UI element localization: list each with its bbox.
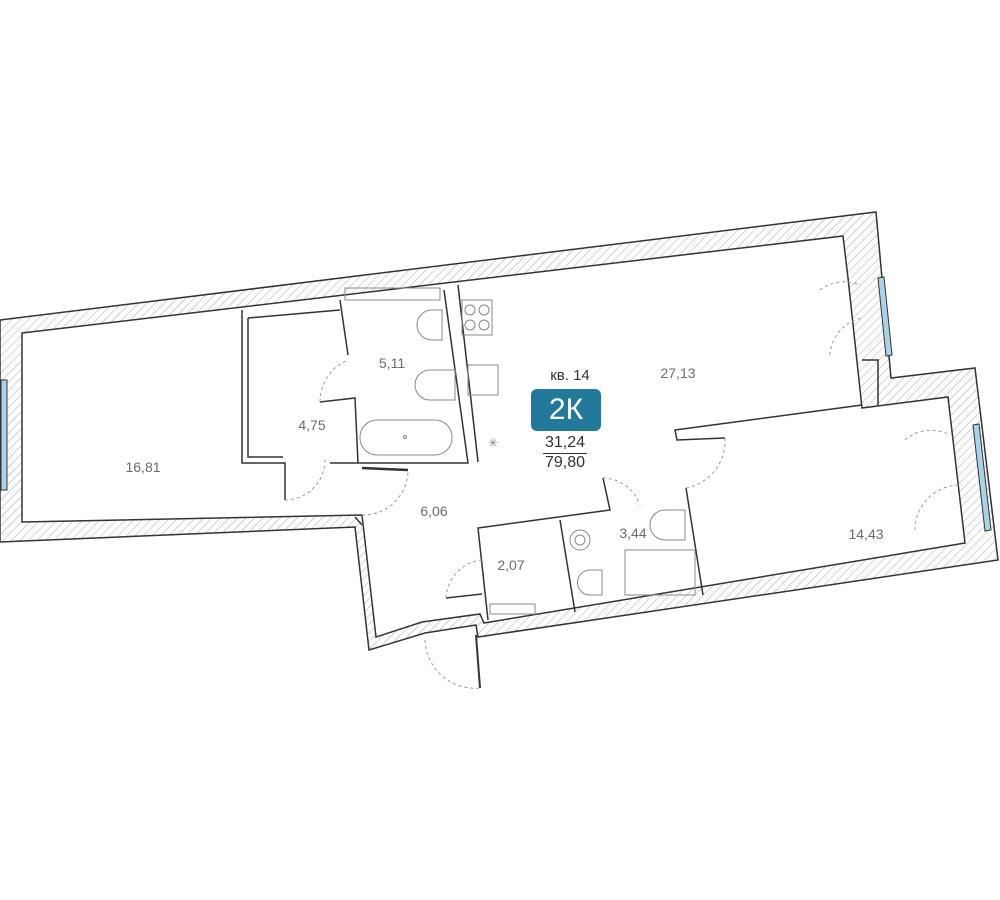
toilet-icon — [416, 309, 443, 341]
sink-2-icon — [649, 509, 686, 541]
living-area: 31,24 — [542, 434, 588, 454]
stove-icon — [461, 299, 493, 336]
room-area-label: 6,06 — [420, 503, 448, 519]
radiator-icon — [489, 603, 536, 615]
toilet-2-icon — [577, 569, 603, 596]
room-area-label: 4,75 — [298, 417, 326, 433]
shower-icon — [624, 549, 696, 596]
bathtub-icon — [359, 419, 453, 456]
room-area-label: 2,07 — [497, 557, 525, 573]
apartment-type-badge: 2К — [531, 389, 601, 431]
area-fraction: 31,24 79,80 — [542, 434, 588, 472]
total-area: 79,80 — [544, 454, 586, 471]
sink-icon — [414, 369, 456, 401]
room-area-label: 16,81 — [125, 459, 161, 475]
fixtures: ✳ — [344, 287, 696, 615]
radiator-2-icon — [344, 287, 441, 301]
extractor-icon: ✳ — [488, 436, 498, 450]
room-area-label: 27,13 — [660, 365, 696, 381]
window-right-bottom — [972, 423, 992, 532]
interior-walls — [241, 284, 879, 689]
apartment-number: кв. 14 — [550, 367, 590, 384]
window-right-top — [877, 276, 893, 357]
door-swings — [284, 281, 963, 689]
room-area-label: 14,43 — [848, 526, 884, 542]
room-area-label: 3,44 — [619, 525, 647, 541]
room-area-label: 5,11 — [378, 355, 406, 371]
window-left — [0, 379, 8, 491]
boiler-icon — [569, 529, 591, 551]
kitchen-sink-icon — [467, 364, 499, 396]
